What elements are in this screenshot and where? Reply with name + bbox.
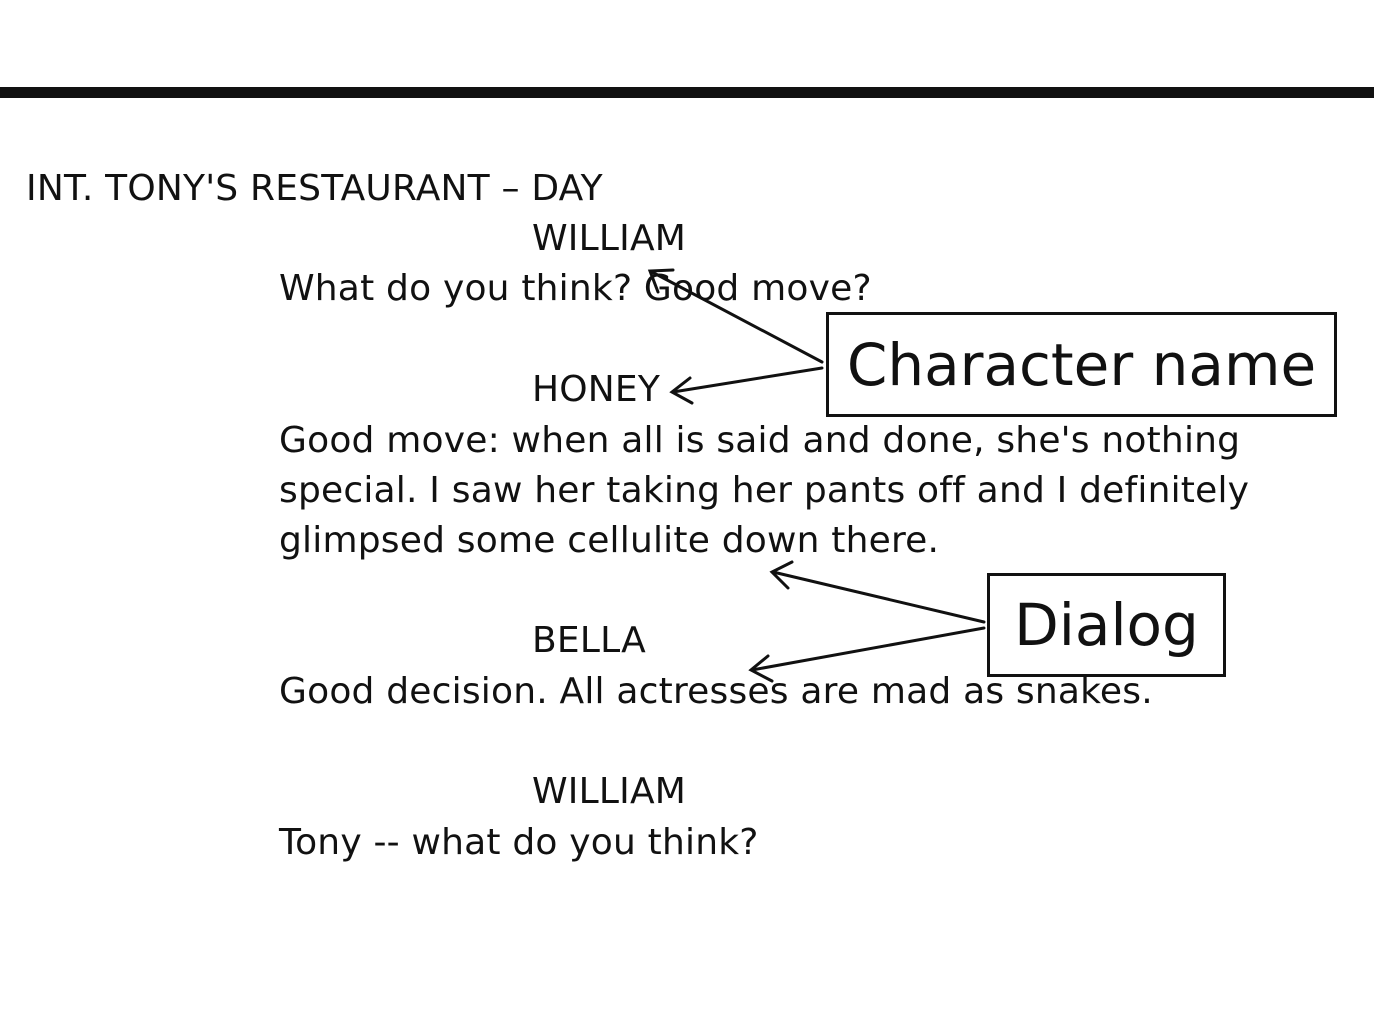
- dialog-line: special. I saw her taking her pants off …: [279, 470, 1250, 511]
- arrow-to-honey-dialog: [771, 570, 986, 624]
- arrow-to-bella-dialog: [750, 626, 986, 672]
- dialog-line: What do you think? Good move?: [279, 268, 872, 309]
- dialog-line: Good move: when all is said and done, sh…: [279, 420, 1241, 461]
- dialog-line: Tony -- what do you think?: [279, 822, 759, 863]
- character-name-honey: HONEY: [532, 369, 661, 410]
- dialog-line: glimpsed some cellulite down there.: [279, 520, 940, 561]
- top-rule: [0, 87, 1374, 98]
- character-name-callout: Character name: [826, 312, 1337, 417]
- character-name-bella: BELLA: [532, 620, 647, 661]
- arrow-to-honey: [671, 366, 824, 394]
- character-name-william: WILLIAM: [532, 218, 687, 259]
- dialog-line: Good decision. All actresses are mad as …: [279, 671, 1153, 712]
- scene-heading: INT. TONY'S RESTAURANT – DAY: [26, 168, 603, 209]
- dialog-callout: Dialog: [987, 573, 1226, 677]
- arrowhead: [669, 376, 694, 405]
- character-name-william: WILLIAM: [532, 771, 687, 812]
